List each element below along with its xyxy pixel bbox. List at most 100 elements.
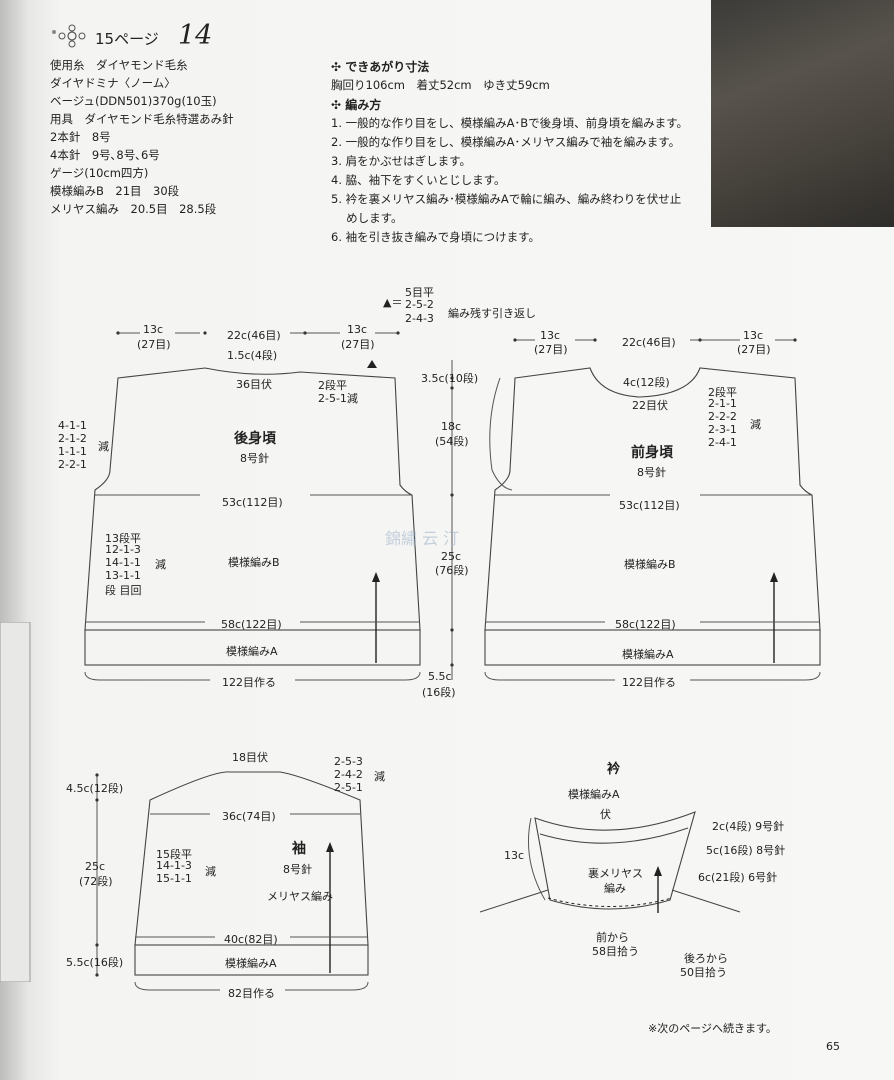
sleeve-height: (72段) <box>79 875 113 888</box>
sleeve-height: 4.5c(12段) <box>66 782 124 795</box>
front-needle: 8号針 <box>637 466 666 479</box>
sleeve-stitch: メリヤス編み <box>267 890 333 903</box>
sleeve-dec-label: 減 <box>374 770 385 783</box>
sleeve-inc: 15段平 <box>156 848 192 861</box>
page-number: 65 <box>826 1040 840 1053</box>
back-side-dec: 段 目回 <box>105 584 142 597</box>
back-cast-on: 122目作る <box>222 676 276 689</box>
back-side-dec: 13段平 <box>105 532 141 545</box>
height-scale <box>450 360 454 680</box>
back-pattern-a: 模様編みA <box>226 645 278 658</box>
collar-pickup: 後ろから <box>684 952 728 965</box>
sleeve-width: 36c(74目) <box>222 810 276 823</box>
back-dim: 13c <box>347 323 368 336</box>
materials-line: 2本針 8号 <box>50 130 111 144</box>
sleeve-cap-dec: 2-5-3 <box>334 755 363 768</box>
materials-line: 4本針 9号､8号､6号 <box>50 148 160 162</box>
height-label: (16段) <box>422 686 456 699</box>
materials-line: 用具 ダイヤモンド毛糸特選あみ針 <box>50 112 234 126</box>
collar-title: 衿 <box>607 762 621 777</box>
height-label: 5.5c <box>428 670 452 683</box>
back-dim: (27目) <box>341 338 375 351</box>
instruction-step: めします。 <box>331 211 403 225</box>
collar-pattern-a: 模様編みA <box>568 788 620 801</box>
watermark: 錦繡 云 汀 <box>385 529 460 548</box>
instruction-step: 6. 袖を引き抜き編みで身頃につけます。 <box>331 230 540 244</box>
height-label: (54段) <box>435 435 469 448</box>
instruction-step: 3. 肩をかぶせはぎします。 <box>331 154 471 168</box>
pattern-number: 14 <box>178 20 213 51</box>
back-shoulder-dec: 2-5-1減 <box>318 392 358 405</box>
back-dec-label: 減 <box>98 440 109 453</box>
sleeve-inc-label: 減 <box>205 865 216 878</box>
height-label: 25c <box>441 550 462 563</box>
sleeve-cap-dec: 2-5-1 <box>334 781 363 794</box>
front-dim: (27目) <box>534 343 568 356</box>
instruction-step: 4. 脇、袖下をすくいとじします。 <box>331 173 506 187</box>
back-armhole-dec: 2-2-1 <box>58 458 87 471</box>
instruction-step: 5. 衿を裏メリヤス編み･模様編みAで輪に編み、編み終わりを伏せ止 <box>331 192 682 206</box>
front-width: 53c(112目) <box>619 499 680 512</box>
back-side-dec: 12-1-3 <box>105 543 141 556</box>
materials-line: ベージュ(DDN501)370g(10玉) <box>50 94 217 108</box>
materials-line: 模様編みB 21目 30段 <box>50 184 180 198</box>
sleeve-inc: 15-1-1 <box>156 872 192 885</box>
flower-ornament-icon <box>52 24 86 48</box>
back-armhole-dec: 1-1-1 <box>58 445 87 458</box>
front-neck-dec: 2-4-1 <box>708 436 737 449</box>
front-width: 58c(122目) <box>615 618 676 631</box>
front-neck-dec: 2段平 <box>708 386 737 399</box>
instruction-step: 1. 一般的な作り目をし、模様編みA･Bで後身頃、前身頃を編みます。 <box>331 116 688 130</box>
front-dim: 13c <box>743 329 764 342</box>
collar-pickup: 50目拾う <box>680 966 727 979</box>
shoulder-note-label: ▲＝ <box>383 296 403 309</box>
back-pattern-b: 模様編みB <box>228 556 280 569</box>
collar-height: 13c <box>504 849 525 862</box>
height-label: (76段) <box>435 564 469 577</box>
front-dec-label: 減 <box>750 418 761 431</box>
collar-bind: 伏 <box>600 808 611 821</box>
collar-section: 2c(4段) 9号針 <box>712 820 785 833</box>
back-dim: 22c(46目) <box>227 329 281 342</box>
page-ruler <box>0 622 31 982</box>
back-dec-label: 減 <box>155 558 166 571</box>
front-body-diagram <box>484 338 821 681</box>
sleeve-top-bind: 18目伏 <box>232 751 268 764</box>
front-pattern-a: 模様編みA <box>622 648 674 661</box>
instruction-step: 2. 一般的な作り目をし、模様編みA･メリヤス編みで袖を編みます。 <box>331 135 681 149</box>
back-width: 58c(122目) <box>221 618 282 631</box>
collar-diagram <box>479 811 741 913</box>
sleeve-pattern-a: 模様編みA <box>225 957 277 970</box>
front-dim: 22c(46目) <box>622 336 676 349</box>
sleeve-cap-dec: 2-4-2 <box>334 768 363 781</box>
front-neck-dec: 2-1-1 <box>708 397 737 410</box>
front-neck-depth: 4c(12段) <box>623 376 670 389</box>
shoulder-note-row: 2-4-3 <box>405 312 434 325</box>
materials-line: 使用糸 ダイヤモンド毛糸 <box>50 58 188 72</box>
back-armhole-dec: 4-1-1 <box>58 419 87 432</box>
materials-line: メリヤス編み 20.5目 28.5段 <box>50 202 217 216</box>
sleeve-title: 袖 <box>292 841 306 857</box>
front-pattern-b: 模様編みB <box>624 558 676 571</box>
collar-pickup: 前から <box>596 931 629 944</box>
materials-line: ゲージ(10cm四方) <box>50 166 149 180</box>
height-label: 3.5c(10段) <box>421 372 479 385</box>
sleeve-diagram <box>95 771 369 991</box>
sleeve-needle: 8号針 <box>283 863 312 876</box>
front-dim: 13c <box>540 329 561 342</box>
materials-line: ダイヤドミナ〈ノーム〉 <box>50 76 176 90</box>
front-neck-dec: 2-3-1 <box>708 423 737 436</box>
collar-section: 6c(21段) 6号針 <box>698 871 778 884</box>
finished-size-text: 胸回り106cm 着丈52cm ゆき丈59cm <box>331 78 550 92</box>
back-title: 後身頃 <box>234 431 276 447</box>
model-photo <box>711 0 894 227</box>
shoulder-note-row: 5目平 <box>405 286 434 299</box>
instructions-heading: ✣ 編み方 <box>331 98 382 112</box>
sleeve-height: 25c <box>85 860 106 873</box>
back-neck-depth: 1.5c(4段) <box>227 349 278 362</box>
back-needle: 8号針 <box>240 452 269 465</box>
back-armhole-dec: 2-1-2 <box>58 432 87 445</box>
shoulder-note-row: 2-5-2 <box>405 298 434 311</box>
